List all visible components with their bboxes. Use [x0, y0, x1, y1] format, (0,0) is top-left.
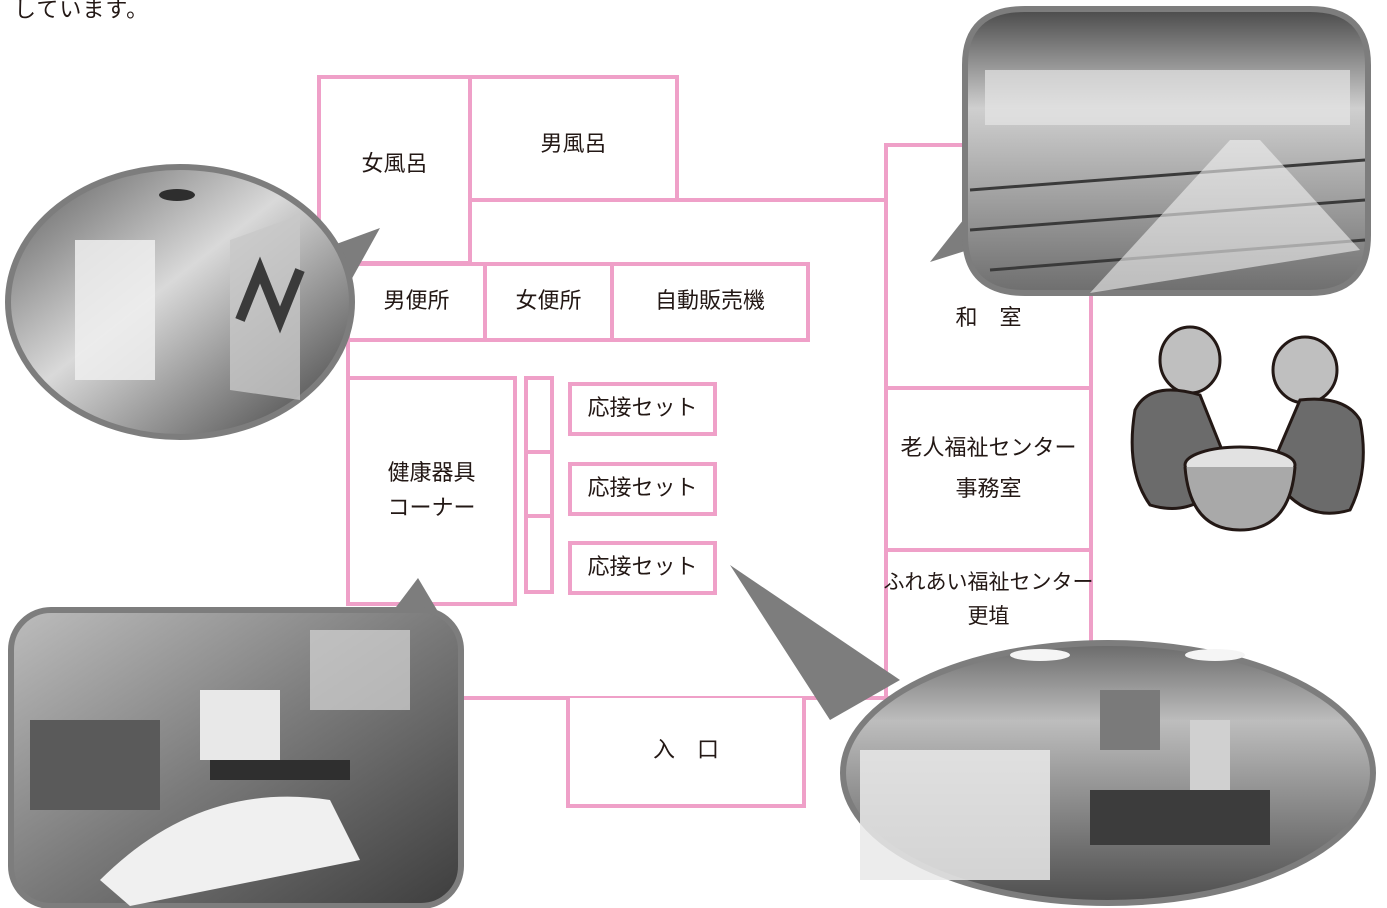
room-health-equipment: 健康器具 コーナー [346, 376, 517, 606]
massage-chairs-photo [8, 578, 464, 908]
reception-set-1: 応接セット [568, 382, 717, 436]
cabinet-3 [524, 514, 554, 594]
health-equipment-line2: コーナー [387, 496, 476, 521]
reception-set-1-label: 応接セット [587, 396, 698, 422]
room-japanese-room-label: 和 室 [955, 305, 1022, 331]
elderly-go-players-illustration [1130, 325, 1365, 532]
room-center-office: 老人福祉センター 事務室 [884, 386, 1093, 552]
tatami-room-photo [930, 6, 1371, 296]
reception-set-2: 応接セット [568, 462, 717, 516]
room-mens-bath-label: 男風呂 [540, 132, 607, 157]
room-entrance-label: 入 口 [652, 738, 719, 764]
reception-set-2-label: 応接セット [587, 476, 698, 502]
room-vending-machines-label: 自動販売機 [654, 289, 765, 315]
room-mens-bath: 男風呂 [468, 75, 679, 202]
intro-text: しています。 [14, 0, 150, 23]
reception-set-3: 応接セット [568, 541, 717, 595]
room-womens-bath: 女風呂 [317, 75, 472, 265]
room-vending-machines: 自動販売機 [610, 262, 810, 342]
cabinet-2 [524, 450, 554, 518]
bath-photo [5, 164, 380, 440]
fureai-center-location: 更埴 [967, 603, 1010, 628]
health-equipment-line1: 健康器具 [387, 460, 476, 486]
reception-set-3-label: 応接セット [587, 555, 698, 581]
room-womens-toilet-label: 女便所 [515, 289, 582, 315]
fureai-center-name: ふれあい福祉センター [883, 570, 1094, 594]
center-office-room: 事務室 [955, 477, 1022, 502]
lobby-photo [730, 565, 1376, 906]
room-mens-toilet-label: 男便所 [383, 289, 450, 315]
room-womens-bath-label: 女風呂 [361, 152, 428, 178]
center-office-name: 老人福祉センター [900, 435, 1077, 461]
room-entrance: 入 口 [566, 698, 806, 808]
